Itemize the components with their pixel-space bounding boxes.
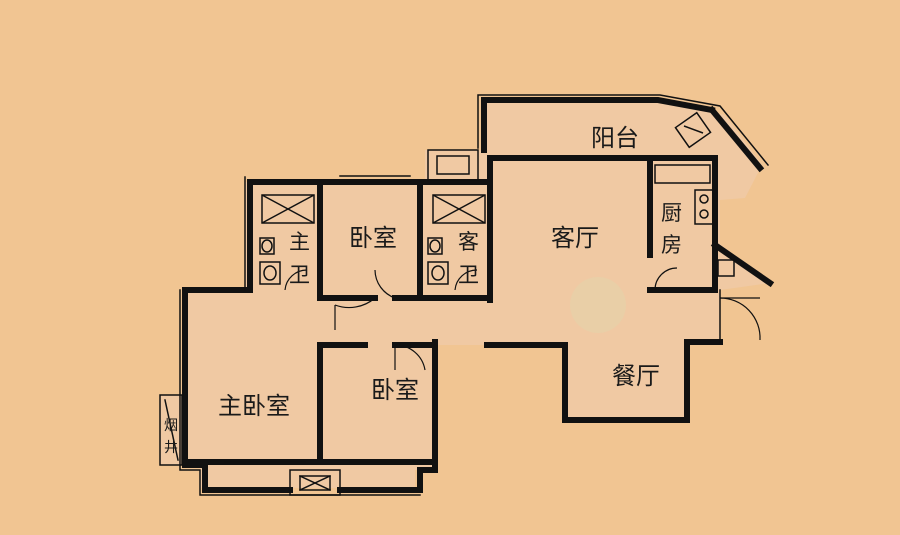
- room-label-kitchen-2: 房: [661, 233, 682, 257]
- room-label-dining-room: 餐厅: [612, 362, 660, 390]
- room-label-guest-bath-2: 卫: [458, 263, 479, 287]
- room-label-chimney-2: 井: [164, 440, 178, 456]
- center-marker: [570, 277, 626, 333]
- room-label-master-bath-1: 主: [289, 230, 310, 254]
- room-label-master-bedroom: 主卧室: [218, 392, 290, 420]
- room-label-balcony: 阳台: [591, 124, 639, 152]
- room-label-living-room: 客厅: [551, 224, 599, 252]
- room-label-bedroom-top: 卧室: [349, 224, 397, 252]
- doors: [284, 267, 761, 371]
- fixtures: [259, 111, 735, 285]
- room-label-guest-bath-1: 客: [458, 230, 479, 254]
- room-label-master-bath-2: 卫: [289, 263, 310, 287]
- room-label-chimney-1: 烟: [164, 418, 178, 434]
- room-label-bedroom-bottom: 卧室: [371, 376, 419, 404]
- walls: [159, 94, 775, 496]
- room-label-kitchen-1: 厨: [661, 201, 682, 225]
